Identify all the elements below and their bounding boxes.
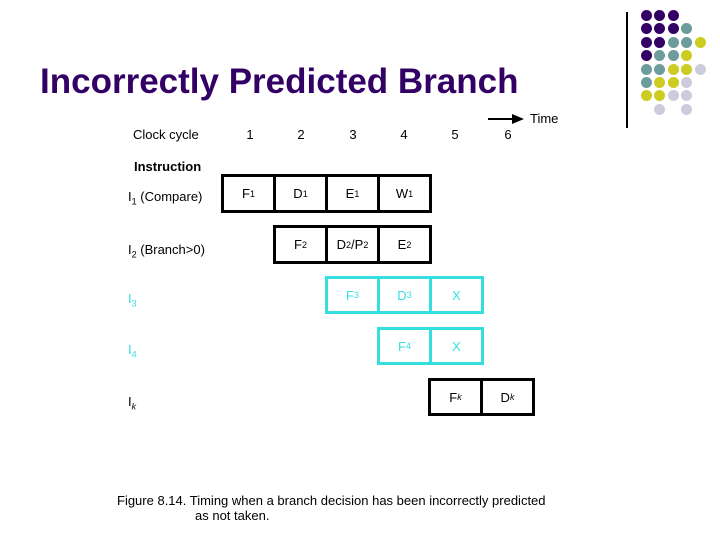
decor-dot [641, 77, 652, 88]
figure-caption-line2: as not taken. [195, 508, 270, 523]
decor-dot [694, 36, 706, 48]
time-arrowhead-icon [512, 114, 524, 124]
clock-cycle-3: 3 [349, 127, 357, 142]
stage-cell-x4: X [429, 330, 481, 362]
decor-dot [681, 77, 693, 88]
decor-dot [641, 63, 652, 75]
decor-dot [681, 103, 693, 115]
decor-vertical-line [626, 12, 628, 128]
decor-dot [681, 63, 693, 75]
decor-dot [681, 36, 693, 48]
row-label-i4: I4 [128, 342, 137, 360]
decor-dot [667, 23, 679, 35]
decor-dot [654, 10, 666, 21]
time-arrow-icon [488, 118, 513, 120]
row-label-i3: I3 [128, 291, 137, 309]
decor-dots [641, 10, 720, 118]
clock-cycle-6: 6 [504, 127, 512, 142]
decor-dot [641, 10, 652, 21]
decor-dot [654, 23, 666, 35]
clock-cycle-label: Clock cycle [133, 127, 199, 142]
decor-dot [681, 50, 693, 62]
decor-dot [654, 77, 666, 88]
decor-dot [667, 36, 679, 48]
decor-dot [641, 50, 652, 62]
decor-dot [641, 36, 652, 48]
time-label: Time [530, 111, 559, 126]
row-label-ik: Ik [128, 394, 137, 412]
figure-caption-line1: Figure 8.14. Timing when a branch decisi… [117, 493, 546, 508]
clock-cycle-4: 4 [400, 127, 408, 142]
decor-dot [667, 77, 679, 88]
instruction-label: Instruction [134, 159, 202, 174]
decor-dot [667, 10, 679, 21]
decor-dot [681, 90, 693, 102]
decor-dot [681, 23, 693, 35]
decor-dot [654, 50, 666, 62]
decor-dot [641, 90, 652, 102]
decor-dot [654, 36, 666, 48]
row-label-i2: I2 (Branch>0) [128, 242, 205, 260]
decor-dot [667, 90, 679, 102]
decor-dot [694, 63, 706, 75]
decor-dot [667, 63, 679, 75]
slide-title: Incorrectly Predicted Branch [40, 62, 519, 101]
stage-cell-x3: X [429, 279, 481, 311]
decor-dot [641, 23, 652, 35]
clock-cycle-2: 2 [297, 127, 305, 142]
decor-dot [654, 103, 666, 115]
decor-dot [654, 90, 666, 102]
decor-dot [654, 63, 666, 75]
decor-dot [667, 50, 679, 62]
clock-cycle-1: 1 [246, 127, 254, 142]
clock-cycle-5: 5 [451, 127, 459, 142]
row-label-i1: I1 (Compare) [128, 189, 203, 207]
